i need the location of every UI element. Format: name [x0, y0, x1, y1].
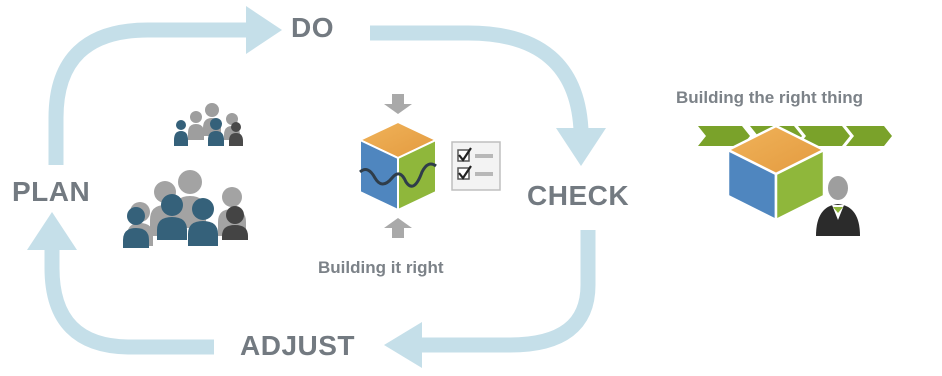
checklist-icon	[451, 141, 501, 191]
step-label-plan: PLAN	[12, 176, 91, 207]
people-group-icon	[174, 103, 243, 146]
arrow-adjust-to-plan	[44, 248, 214, 355]
businessman-icon	[816, 176, 860, 236]
step-label-do: DO	[291, 12, 334, 43]
cube-in-arrow-bottom	[384, 218, 412, 238]
people-group-icon	[123, 170, 248, 248]
right-caption: Building the right thing	[676, 88, 863, 107]
cube-wave	[359, 162, 437, 188]
arrowhead-adjust	[384, 322, 422, 368]
cube-in-arrow-top	[384, 94, 412, 114]
cube-icon	[725, 124, 827, 223]
cube-icon	[357, 94, 439, 238]
arrowhead-do	[246, 6, 282, 54]
step-label-adjust: ADJUST	[240, 330, 356, 361]
center-caption: Building it right	[318, 258, 444, 277]
arrowhead-plan	[27, 212, 77, 250]
arrow-check-to-adjust	[420, 230, 596, 353]
cycle-arrows	[44, 22, 596, 355]
arrowhead-check	[556, 128, 606, 166]
step-label-check: CHECK	[527, 180, 630, 211]
arrow-plan-to-do	[48, 22, 248, 165]
arrow-do-to-check	[370, 25, 589, 131]
arrow-heads	[27, 6, 606, 368]
